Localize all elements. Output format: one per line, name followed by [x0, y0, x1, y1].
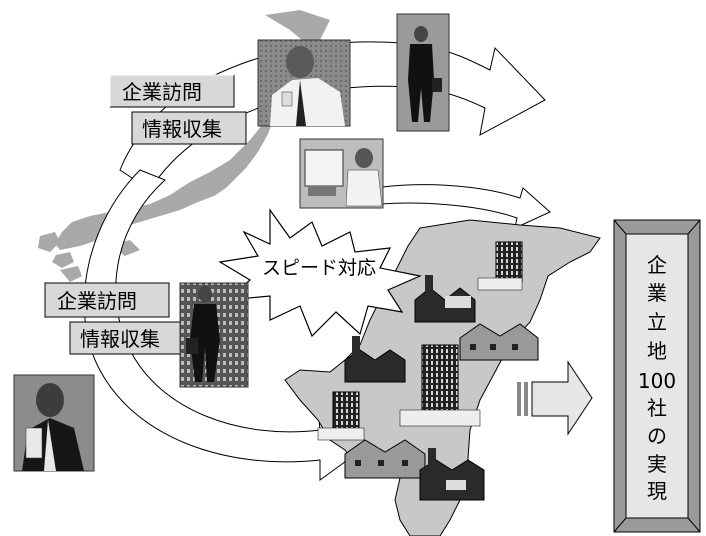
label-visit-left-box: 企業訪問 [44, 282, 170, 318]
goal-char-8: 現 [647, 479, 667, 503]
label-visit-top: 企業訪問 [122, 80, 202, 104]
office-worker-computer-icon [299, 138, 384, 209]
factory-icon [414, 275, 476, 323]
goal-arrow [517, 360, 593, 436]
goal-char-6: の [647, 424, 667, 448]
businessman-phone-icon [257, 39, 351, 127]
goal-char-5: 社 [647, 396, 667, 420]
factory-icon-2 [344, 336, 406, 383]
office-building-tall-icon [399, 344, 481, 427]
label-info-top-box: 情報収集 [131, 111, 247, 145]
office-building-small-icon [317, 391, 365, 441]
label-visit-left: 企業訪問 [57, 289, 137, 313]
goal-char-0: 企 [647, 253, 667, 277]
goal-char-7: 実 [647, 452, 667, 476]
houses-icon-2 [344, 439, 426, 479]
businessman-phone-portrait-icon [13, 374, 95, 472]
houses-icon [459, 323, 539, 361]
goal-char-1: 業 [647, 281, 667, 305]
speed-response-burst: スピード対応 [218, 208, 422, 338]
goal-char-2: 立 [647, 310, 667, 334]
goal-char-3: 地 [647, 339, 667, 363]
office-building-icon [477, 241, 523, 291]
label-info-left: 情報収集 [80, 327, 160, 351]
goal-char-4: 100 [638, 369, 676, 393]
businessman-walking-icon [396, 13, 450, 132]
businessman-standing-icon [179, 282, 249, 388]
label-visit-top-box: 企業訪問 [109, 74, 235, 108]
goal-panel: 企 業 立 地 100 社 の 実 現 [613, 219, 701, 533]
label-info-top: 情報収集 [142, 117, 222, 141]
burst-label: スピード対応 [262, 257, 376, 279]
label-info-left-box: 情報収集 [69, 321, 185, 355]
factory-icon-3 [419, 448, 485, 501]
cycle-arrow-middle [359, 184, 551, 229]
